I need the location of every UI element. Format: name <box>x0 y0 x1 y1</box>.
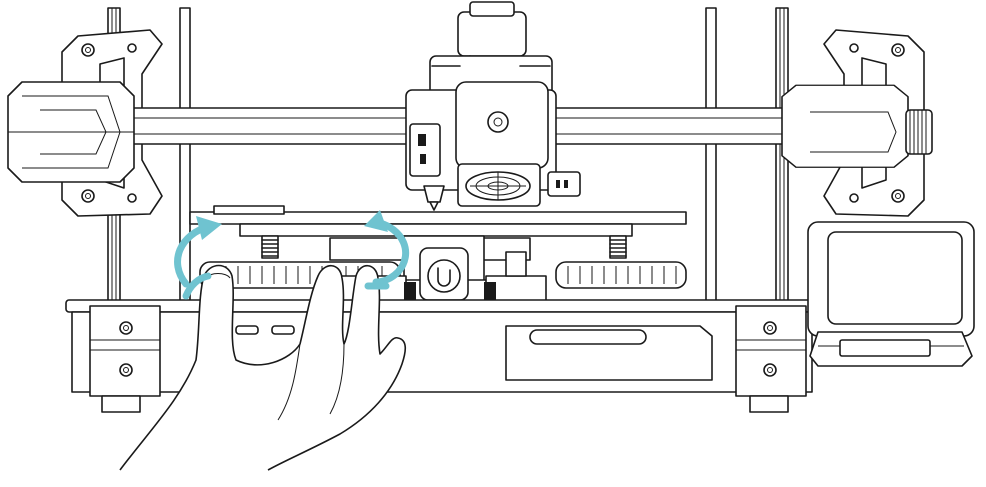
control-screen <box>807 221 975 367</box>
printer-base <box>65 299 817 413</box>
right-x-end-cap <box>781 84 933 168</box>
left-bed-spring <box>261 235 279 259</box>
left-x-end-cap <box>7 81 135 183</box>
magnet-icon <box>427 259 461 293</box>
heated-bed <box>189 205 687 259</box>
rotate-arrow-icon <box>372 218 410 286</box>
right-leveling-knob <box>555 261 687 289</box>
right-rotate-arrow <box>364 210 410 290</box>
left-rotate-arrow <box>174 216 222 300</box>
right-bed-spring <box>609 235 627 259</box>
print-head <box>405 1 581 211</box>
